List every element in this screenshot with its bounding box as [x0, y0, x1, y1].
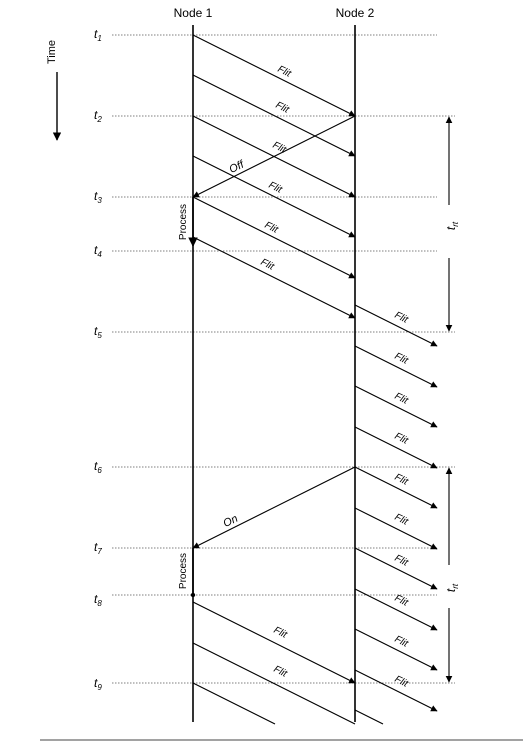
flit-arrow: [354, 709, 384, 725]
time-label-t9: t9: [94, 676, 102, 692]
flit-arrow: [192, 682, 276, 725]
flit-arrow: [354, 426, 438, 469]
time-label-t8: t8: [94, 592, 102, 608]
time-label-t1: t1: [94, 27, 102, 43]
flit-arrow: [354, 628, 438, 671]
flit-arrow: [354, 588, 438, 631]
process-end-dot-2: [190, 592, 196, 598]
flit-labels-burst-1: Flit Flit Flit Flit Flit Flit: [259, 64, 294, 273]
flit-label: Flit: [274, 100, 292, 116]
flit-arrow: [354, 669, 438, 712]
process-label-1: Process: [178, 204, 189, 240]
flit-arrow: [354, 304, 438, 347]
on-signal-label: On: [221, 513, 240, 530]
time-label-t3: t3: [94, 189, 102, 205]
flit-arrow: [354, 385, 438, 428]
flit-label: Flit: [393, 634, 411, 650]
flit-label: Flit: [393, 472, 411, 488]
time-axis-label: Time: [46, 40, 58, 64]
flit-label: Flit: [393, 310, 411, 326]
time-gridlines: [112, 34, 455, 684]
flit-arrows-burst-1: [192, 34, 356, 319]
flit-arrow: [354, 466, 438, 509]
flit-arrows-burst-2: [192, 601, 356, 725]
node-1-label: Node 1: [174, 6, 213, 20]
flit-arrow: [192, 642, 356, 725]
flit-arrow: [354, 345, 438, 388]
flit-label: Flit: [393, 593, 411, 609]
time-labels: t1 t2 t3 t4 t5 t6 t7 t8 t9: [94, 27, 102, 692]
flit-arrow: [192, 74, 356, 157]
flit-label: Flit: [393, 391, 411, 407]
flit-arrow: [354, 507, 438, 550]
round-trip-label-1: trt: [444, 221, 460, 230]
flit-label: Flit: [393, 674, 411, 690]
flit-label: Flit: [393, 553, 411, 569]
flit-arrow: [192, 601, 356, 684]
time-label-t6: t6: [94, 459, 102, 475]
flit-label: Flit: [272, 664, 290, 680]
flit-label: Flit: [393, 512, 411, 528]
time-label-t5: t5: [94, 324, 102, 340]
flit-label: Flit: [393, 431, 411, 447]
on-signal-arrow: [192, 466, 356, 549]
time-label-t2: t2: [94, 108, 102, 124]
off-signal-arrow: [192, 115, 356, 198]
off-signal-label: Off: [227, 158, 246, 176]
flit-arrow: [192, 236, 356, 319]
flit-labels-burst-2: Flit Flit: [272, 625, 290, 680]
time-label-t7: t7: [94, 540, 102, 556]
flit-arrow: [192, 155, 356, 238]
process-label-2: Process: [178, 553, 189, 589]
flit-arrow: [192, 34, 356, 117]
downstream-flit-labels: Flit Flit Flit Flit Flit Flit Flit Flit …: [393, 310, 411, 690]
flit-arrow: [192, 196, 356, 279]
flit-arrow: [354, 547, 438, 590]
node-2-label: Node 2: [336, 6, 375, 20]
round-trip-label-2: trt: [444, 583, 460, 592]
flit-label: Flit: [272, 625, 290, 641]
downstream-flit-arrows: [354, 304, 438, 725]
time-label-t4: t4: [94, 243, 102, 259]
flit-label: Flit: [393, 351, 411, 367]
